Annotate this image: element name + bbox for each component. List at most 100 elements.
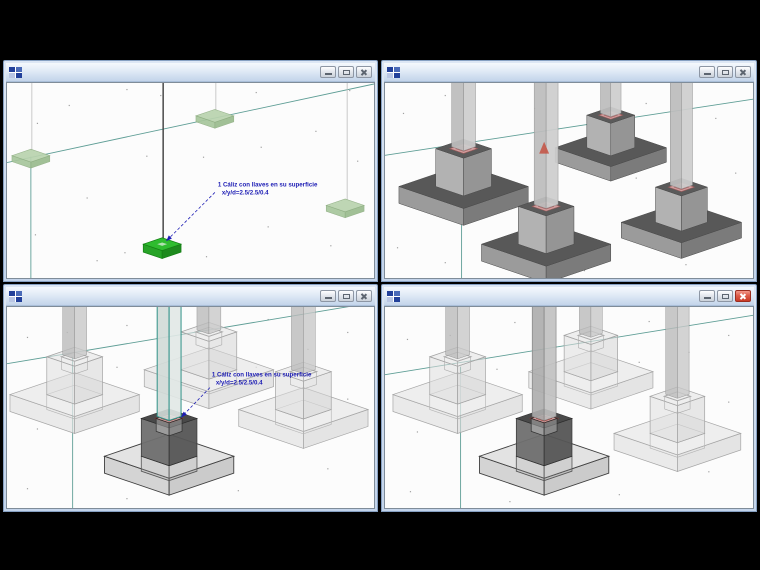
grid-dot — [645, 102, 647, 105]
window-controls — [320, 290, 375, 302]
viewport-3d-top-right[interactable] — [384, 82, 754, 279]
grid-dot — [96, 260, 98, 262]
grid-dot — [126, 324, 128, 327]
selected-footing-pad[interactable] — [142, 237, 183, 260]
grid-dot — [509, 501, 511, 503]
maximize-button[interactable] — [717, 66, 733, 78]
selected-footing[interactable] — [103, 307, 236, 496]
grid-dot — [160, 94, 162, 97]
window-titlebar[interactable] — [6, 287, 375, 306]
close-button[interactable] — [735, 290, 751, 302]
grid-dot — [146, 155, 148, 157]
minimize-icon — [324, 297, 332, 299]
grid-dot — [648, 320, 650, 323]
minimize-button[interactable] — [320, 66, 336, 78]
annotation-leader-line — [180, 387, 211, 418]
viewport-background — [7, 83, 374, 278]
grid-dot — [728, 334, 730, 337]
footing[interactable] — [391, 307, 524, 434]
grid-dot — [68, 104, 70, 107]
footing[interactable] — [620, 83, 743, 259]
app-window-icon[interactable] — [9, 66, 22, 78]
minimize-button[interactable] — [320, 290, 336, 302]
grid-dot — [728, 401, 730, 403]
selected-footing[interactable] — [478, 307, 611, 496]
close-icon — [360, 292, 368, 300]
window-controls — [320, 66, 375, 78]
footing-pad[interactable] — [325, 198, 365, 219]
grid-dot — [416, 431, 419, 433]
grid-dot — [36, 122, 39, 124]
grid-dot — [267, 226, 269, 228]
close-button[interactable] — [356, 66, 372, 78]
grid-dot — [708, 471, 710, 473]
grid-dot — [347, 331, 349, 334]
window-titlebar[interactable] — [384, 287, 754, 306]
footing[interactable] — [237, 307, 370, 449]
footing[interactable] — [554, 83, 668, 182]
window-controls — [699, 290, 754, 302]
grid-axis-line — [7, 83, 374, 163]
grid-dot — [26, 488, 29, 490]
viewport-window-bottom-right — [381, 284, 757, 512]
callout-annotation: 1 Cáliz con llaves en su superficiex/y/d… — [180, 372, 312, 418]
footing[interactable] — [612, 307, 742, 472]
close-icon — [360, 68, 368, 76]
grid-dot — [36, 428, 39, 430]
grid-dot — [514, 321, 516, 324]
footing[interactable] — [398, 83, 529, 226]
annotation-text-line2: x/y/d=2.5/2.5/0.4 — [222, 189, 269, 196]
maximize-icon — [721, 69, 729, 75]
close-icon — [739, 68, 747, 76]
app-window-icon[interactable] — [387, 66, 400, 78]
maximize-icon — [721, 293, 729, 299]
footing-pad[interactable] — [195, 109, 235, 129]
grid-dot — [116, 366, 118, 368]
maximize-button[interactable] — [338, 290, 354, 302]
annotation-leader-line — [165, 192, 216, 242]
grid-dot — [444, 262, 446, 264]
grid-dot — [86, 197, 88, 199]
grid-dot — [126, 498, 128, 500]
viewport-3d-bottom-right[interactable] — [384, 306, 754, 509]
annotation-arrowhead — [166, 235, 172, 242]
footing[interactable] — [143, 307, 275, 410]
footing[interactable] — [480, 83, 612, 278]
grid-dot — [444, 94, 446, 97]
annotation-text-line1: 1 Cáliz con llaves en su superficie — [212, 372, 312, 379]
maximize-button[interactable] — [717, 290, 733, 302]
grid-dot — [635, 177, 637, 179]
window-titlebar[interactable] — [384, 63, 754, 82]
maximize-icon — [342, 293, 350, 299]
minimize-icon — [703, 73, 711, 75]
grid-dot — [327, 468, 329, 470]
grid-dot — [402, 112, 405, 115]
close-button[interactable] — [356, 290, 372, 302]
window-titlebar[interactable] — [6, 63, 375, 82]
footing-pad[interactable] — [11, 148, 51, 169]
annotation-text-line2: x/y/d=2.5/2.5/0.4 — [216, 380, 263, 387]
close-button[interactable] — [735, 66, 751, 78]
grid-dot — [618, 494, 620, 496]
maximize-button[interactable] — [338, 66, 354, 78]
maximize-icon — [342, 69, 350, 75]
grid-dot — [330, 245, 332, 247]
window-controls — [699, 66, 754, 78]
grid-dot — [638, 361, 640, 363]
minimize-button[interactable] — [699, 66, 715, 78]
callout-annotation: 1 Cáliz con llaves en su superficiex/y/d… — [165, 181, 318, 242]
grid-dot — [357, 160, 359, 162]
minimize-button[interactable] — [699, 290, 715, 302]
app-window-icon[interactable] — [9, 290, 22, 302]
grid-dot — [255, 91, 257, 94]
grid-dot — [267, 318, 269, 321]
grid-dot — [347, 398, 349, 400]
grid-dot — [396, 247, 399, 249]
close-icon — [739, 292, 747, 300]
footing[interactable] — [8, 307, 141, 434]
grid-dot — [124, 252, 126, 254]
app-window-icon[interactable] — [387, 290, 400, 302]
